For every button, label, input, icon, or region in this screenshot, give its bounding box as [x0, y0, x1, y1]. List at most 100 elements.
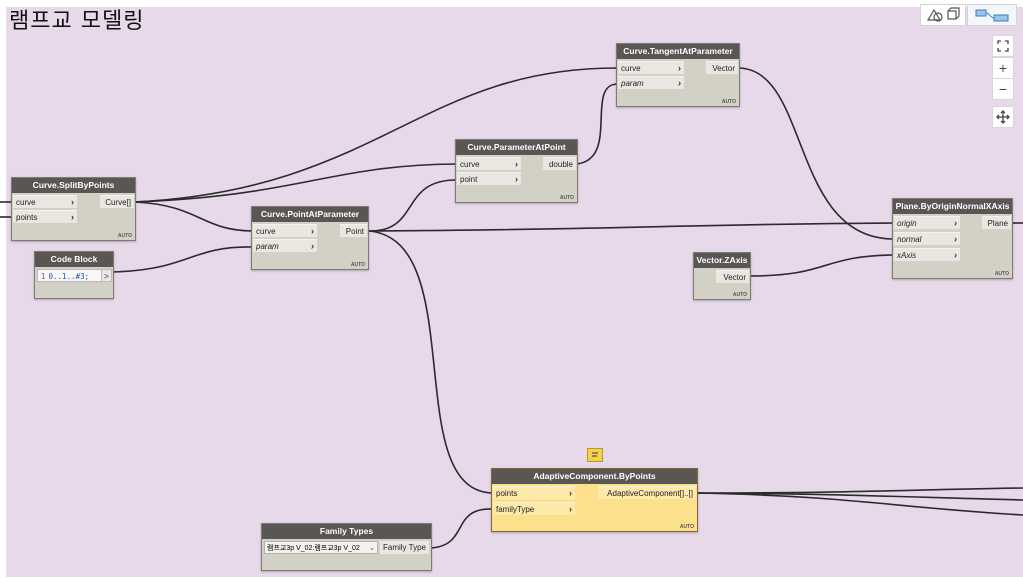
lacing-label: AUTO: [117, 233, 132, 239]
input-port-curve[interactable]: curve ›: [457, 157, 521, 170]
port-arrow-icon: ›: [954, 234, 957, 244]
node-title: Family Types: [262, 524, 431, 539]
output-port-plane[interactable]: Plane: [982, 216, 1011, 229]
port-label: param: [256, 242, 279, 251]
node-title: Code Block: [35, 252, 113, 267]
node-title: Curve.TangentAtParameter: [617, 44, 739, 59]
port-label: curve: [256, 227, 276, 236]
port-label: param: [621, 79, 644, 88]
node-family-types[interactable]: Family Types 램프교3p V_02:램프교3p V_02 ⌄ Fam…: [261, 523, 432, 571]
port-label: point: [460, 175, 478, 184]
port-label: points: [496, 489, 518, 498]
port-label: curve: [16, 198, 36, 207]
port-arrow: >: [104, 272, 109, 281]
zoom-out-button[interactable]: −: [992, 78, 1014, 100]
input-port-curve[interactable]: curve ›: [618, 61, 684, 74]
input-port-curve[interactable]: curve ›: [13, 195, 77, 208]
node-title: Curve.SplitByPoints: [12, 178, 135, 193]
line-number: 1: [41, 272, 46, 281]
node-curve-tangent-at-parameter[interactable]: Curve.TangentAtParameter curve › param › V…: [616, 43, 740, 107]
fit-view-icon: [997, 40, 1009, 52]
port-arrow-icon: ›: [954, 218, 957, 228]
port-label: AdaptiveComponent[]..[]: [607, 489, 693, 498]
port-label: origin: [897, 219, 917, 228]
port-label: Plane: [987, 219, 1008, 228]
port-label: curve: [621, 64, 641, 73]
input-port-origin[interactable]: origin ›: [894, 216, 960, 229]
graph-view-icon: [975, 9, 1009, 22]
chevron-down-icon: ⌄: [369, 545, 375, 552]
output-port-family-type[interactable]: Family Type: [380, 541, 429, 554]
output-port-code[interactable]: >: [101, 269, 112, 282]
port-arrow-icon: ›: [515, 159, 518, 169]
output-port-curve-list[interactable]: Curve[]: [100, 195, 134, 208]
node-curve-parameter-at-point[interactable]: Curve.ParameterAtPoint curve › point › dou…: [455, 139, 578, 203]
port-label: Family Type: [383, 543, 426, 552]
geometry-view-toggle[interactable]: [920, 4, 966, 26]
zoom-fit-button[interactable]: [992, 35, 1014, 57]
node-plane-by-origin-normal-xaxis[interactable]: Plane.ByOriginNormalXAxis origin › normal…: [892, 198, 1013, 279]
node-title: Curve.PointAtParameter: [252, 207, 368, 222]
input-port-curve[interactable]: curve ›: [253, 224, 317, 237]
port-arrow-icon: ›: [311, 241, 314, 251]
output-port-point[interactable]: Point: [340, 224, 367, 237]
port-label: points: [16, 213, 38, 222]
port-label: curve: [460, 160, 480, 169]
code-text: 0..1..#3;: [48, 272, 90, 281]
node-title: Curve.ParameterAtPoint: [456, 140, 577, 155]
node-vector-zaxis[interactable]: Vector.ZAxis Vector AUTO: [693, 252, 751, 300]
input-port-normal[interactable]: normal ›: [894, 232, 960, 245]
dropdown-value: 램프교3p V_02:램프교3p V_02: [267, 545, 360, 552]
3d-view-icon: [926, 7, 960, 22]
lacing-label: AUTO: [679, 524, 694, 530]
port-arrow-icon: ›: [311, 226, 314, 236]
port-arrow-icon: ›: [71, 212, 74, 222]
output-port-adaptive-component[interactable]: AdaptiveComponent[]..[]: [598, 486, 696, 499]
port-arrow-icon: ›: [954, 250, 957, 260]
lacing-label: AUTO: [994, 271, 1009, 277]
lacing-label: AUTO: [732, 292, 747, 298]
zoom-in-icon: +: [998, 60, 1008, 76]
port-label: Vector: [723, 273, 746, 282]
input-port-point[interactable]: point ›: [457, 172, 521, 185]
node-curve-point-at-parameter[interactable]: Curve.PointAtParameter curve › param › Poi…: [251, 206, 369, 270]
pan-button[interactable]: [992, 106, 1014, 128]
port-arrow-icon: ›: [678, 78, 681, 88]
graph-view-toggle[interactable]: [967, 4, 1017, 26]
node-title: AdaptiveComponent.ByPoints: [492, 469, 697, 484]
port-arrow-icon: ›: [569, 488, 572, 498]
node-title: Vector.ZAxis: [694, 253, 750, 268]
port-label: Point: [345, 227, 364, 236]
port-arrow-icon: ›: [678, 63, 681, 73]
zoom-in-button[interactable]: +: [992, 57, 1014, 79]
pan-icon: [996, 110, 1010, 124]
port-label: familyType: [496, 505, 535, 514]
group-title[interactable]: 램프교 모델링: [9, 9, 145, 34]
port-label: normal: [897, 235, 922, 244]
input-port-xaxis[interactable]: xAxis ›: [894, 248, 960, 261]
port-label: Vector: [712, 64, 735, 73]
input-port-points[interactable]: points ›: [13, 210, 77, 223]
node-title: Plane.ByOriginNormalXAxis: [893, 199, 1012, 214]
port-arrow-icon: ›: [569, 504, 572, 514]
port-arrow-icon: ›: [515, 174, 518, 184]
left-edge: [0, 0, 6, 580]
port-label: Curve[]: [105, 198, 131, 207]
node-adaptive-component-by-points[interactable]: AdaptiveComponent.ByPoints points › famil…: [491, 468, 698, 532]
output-port-vector[interactable]: Vector: [716, 270, 749, 283]
output-port-vector[interactable]: Vector: [706, 61, 738, 74]
input-port-points[interactable]: points ›: [493, 486, 575, 499]
input-port-param[interactable]: param ›: [253, 239, 317, 252]
port-label: xAxis: [897, 251, 917, 260]
note-icon[interactable]: [587, 448, 603, 462]
port-arrow-icon: ›: [71, 197, 74, 207]
node-curve-split-by-points[interactable]: Curve.SplitByPoints curve › points › Curve…: [11, 177, 136, 241]
port-label: double: [548, 160, 573, 169]
lacing-label: AUTO: [350, 262, 365, 268]
input-port-family-type[interactable]: familyType ›: [493, 502, 575, 515]
family-type-dropdown[interactable]: 램프교3p V_02:램프교3p V_02 ⌄: [264, 541, 378, 554]
input-port-param[interactable]: param ›: [618, 76, 684, 89]
output-port-double[interactable]: double: [543, 157, 576, 170]
